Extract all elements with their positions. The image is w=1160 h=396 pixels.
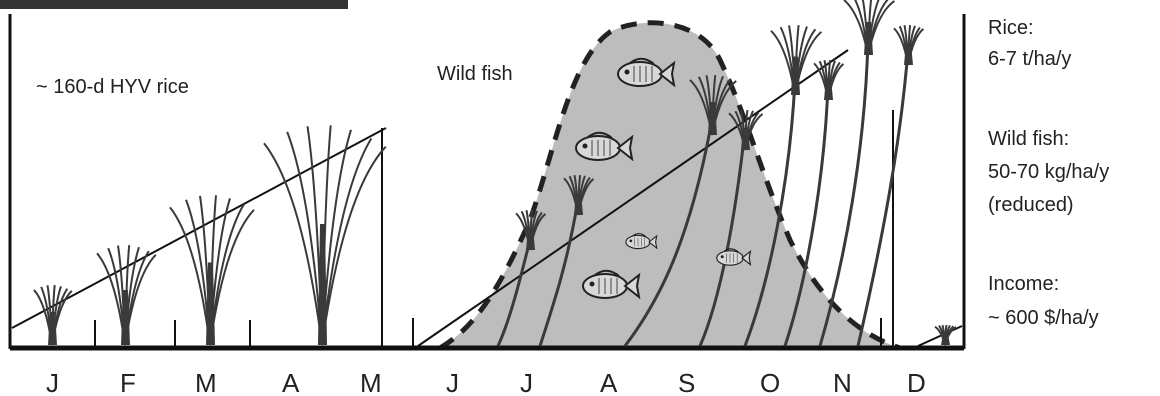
month-label: A: [282, 368, 300, 396]
rice-plant-icon: [170, 195, 254, 345]
rice-stalk: [318, 224, 327, 345]
month-label: N: [833, 368, 852, 396]
rice-plant-icon: [814, 60, 843, 100]
rice-plant-icon: [894, 25, 923, 65]
month-label: S: [678, 368, 695, 396]
month-label: F: [120, 368, 136, 396]
month-label: J: [46, 368, 59, 396]
fish-yield-note: (reduced): [988, 194, 1074, 216]
month-label: O: [760, 368, 780, 396]
fish-eye: [629, 240, 632, 243]
month-label: M: [195, 368, 217, 396]
rice-leaf: [322, 138, 371, 345]
month-labels: J F M A M J J A S O N D: [46, 368, 926, 396]
rice-plant-icon: [771, 25, 821, 95]
rice-plant-icon: [264, 125, 386, 345]
fish-yield-label: Wild fish:: [988, 128, 1069, 150]
fish-eye: [625, 70, 630, 75]
wild-fish-label: Wild fish: [437, 63, 513, 85]
month-label: D: [907, 368, 926, 396]
hyv-rice-label: ~ 160-d HYV rice: [36, 76, 189, 98]
month-label: M: [360, 368, 382, 396]
month-label: J: [520, 368, 533, 396]
fish-eye: [721, 255, 724, 258]
rice-plant-icon: [34, 285, 72, 345]
fish-eye: [590, 282, 595, 287]
fish-yield-value: 50-70 kg/ha/y: [988, 161, 1109, 183]
income-value: ~ 600 $/ha/y: [988, 307, 1099, 329]
rice-leaf: [210, 204, 244, 345]
rice-yield-label: Rice:: [988, 17, 1034, 39]
summary-panel: Rice: 6-7 t/ha/y Wild fish: 50-70 kg/ha/…: [988, 17, 1109, 329]
rice-plant-icon: [97, 245, 156, 345]
fish-eye: [583, 144, 588, 149]
income-label: Income:: [988, 273, 1059, 295]
month-label: J: [446, 368, 459, 396]
photo-strip: [0, 0, 348, 9]
rice-yield-value: 6-7 t/ha/y: [988, 48, 1071, 70]
rice-plant-icon: [935, 325, 956, 345]
rice-plant-icon: [844, 0, 894, 55]
month-label: A: [600, 368, 618, 396]
